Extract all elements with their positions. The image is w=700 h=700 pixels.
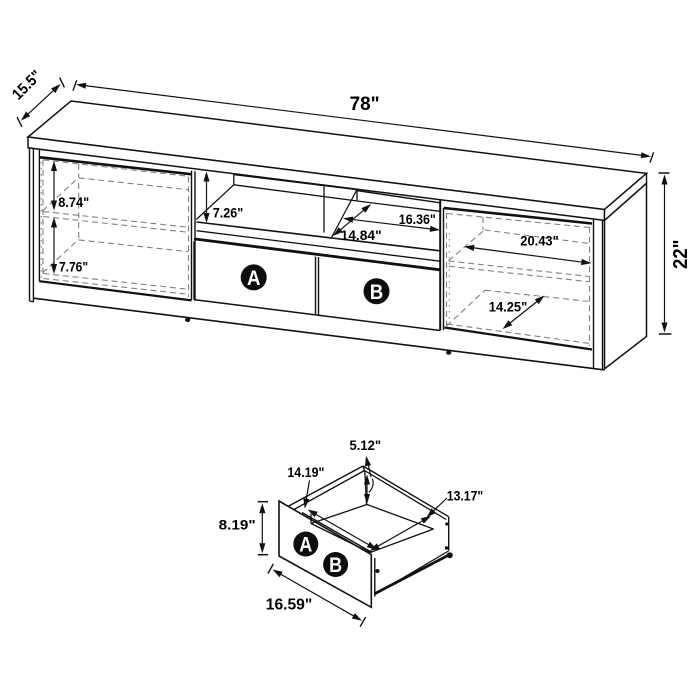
svg-text:7.76": 7.76" [59,258,88,274]
svg-text:20.43": 20.43" [520,233,559,249]
svg-text:16.59": 16.59" [266,597,313,614]
svg-text:7.26": 7.26" [213,204,244,220]
svg-text:5.12": 5.12" [350,437,382,453]
svg-text:14.19": 14.19" [287,464,324,480]
svg-text:8.19": 8.19" [219,516,256,532]
svg-text:14.84": 14.84" [341,227,382,243]
svg-text:A: A [299,534,312,557]
svg-text:8.74": 8.74" [58,194,89,210]
svg-text:A: A [247,266,261,290]
svg-text:78": 78" [350,93,380,115]
svg-text:B: B [370,280,384,304]
svg-text:13.17": 13.17" [447,487,484,503]
svg-text:22": 22" [670,240,692,269]
svg-text:B: B [329,554,342,577]
svg-text:16.36": 16.36" [399,211,436,227]
svg-text:14.25": 14.25" [489,298,528,314]
